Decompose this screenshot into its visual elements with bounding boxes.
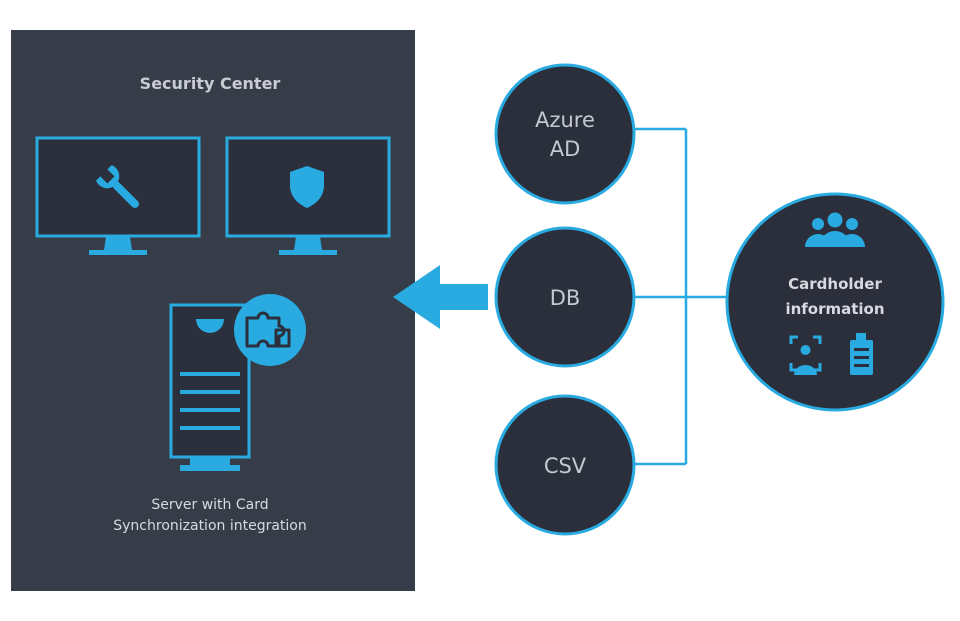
connector-lines <box>632 127 730 466</box>
node-azure-ad: Azure AD <box>494 63 636 205</box>
node-label: AD <box>550 137 581 161</box>
id-badge-icon <box>850 333 873 375</box>
cardholder-label-line1: Cardholder <box>788 275 882 293</box>
people-group-icon <box>805 212 865 247</box>
node-label: DB <box>550 286 581 310</box>
server-caption-line1: Server with Card <box>151 497 268 513</box>
monitor-shield <box>225 136 391 255</box>
node-label: CSV <box>544 454 587 478</box>
server-caption-line2: Synchronization integration <box>113 518 307 534</box>
arrow-left-icon <box>393 265 488 329</box>
monitor-wrench <box>35 136 201 255</box>
node-db: DB <box>494 226 636 368</box>
puzzle-icon <box>245 311 291 348</box>
cardholder-label-line2: information <box>785 300 884 318</box>
face-id-icon <box>789 335 822 375</box>
shield-icon <box>290 166 324 208</box>
wrench-icon <box>96 165 139 208</box>
node-cardholder-information: Cardholder information <box>725 192 945 412</box>
node-csv: CSV <box>494 394 636 536</box>
panel-title: Security Center <box>140 74 281 93</box>
puzzle-badge <box>234 294 306 366</box>
node-label: Azure <box>535 108 595 132</box>
